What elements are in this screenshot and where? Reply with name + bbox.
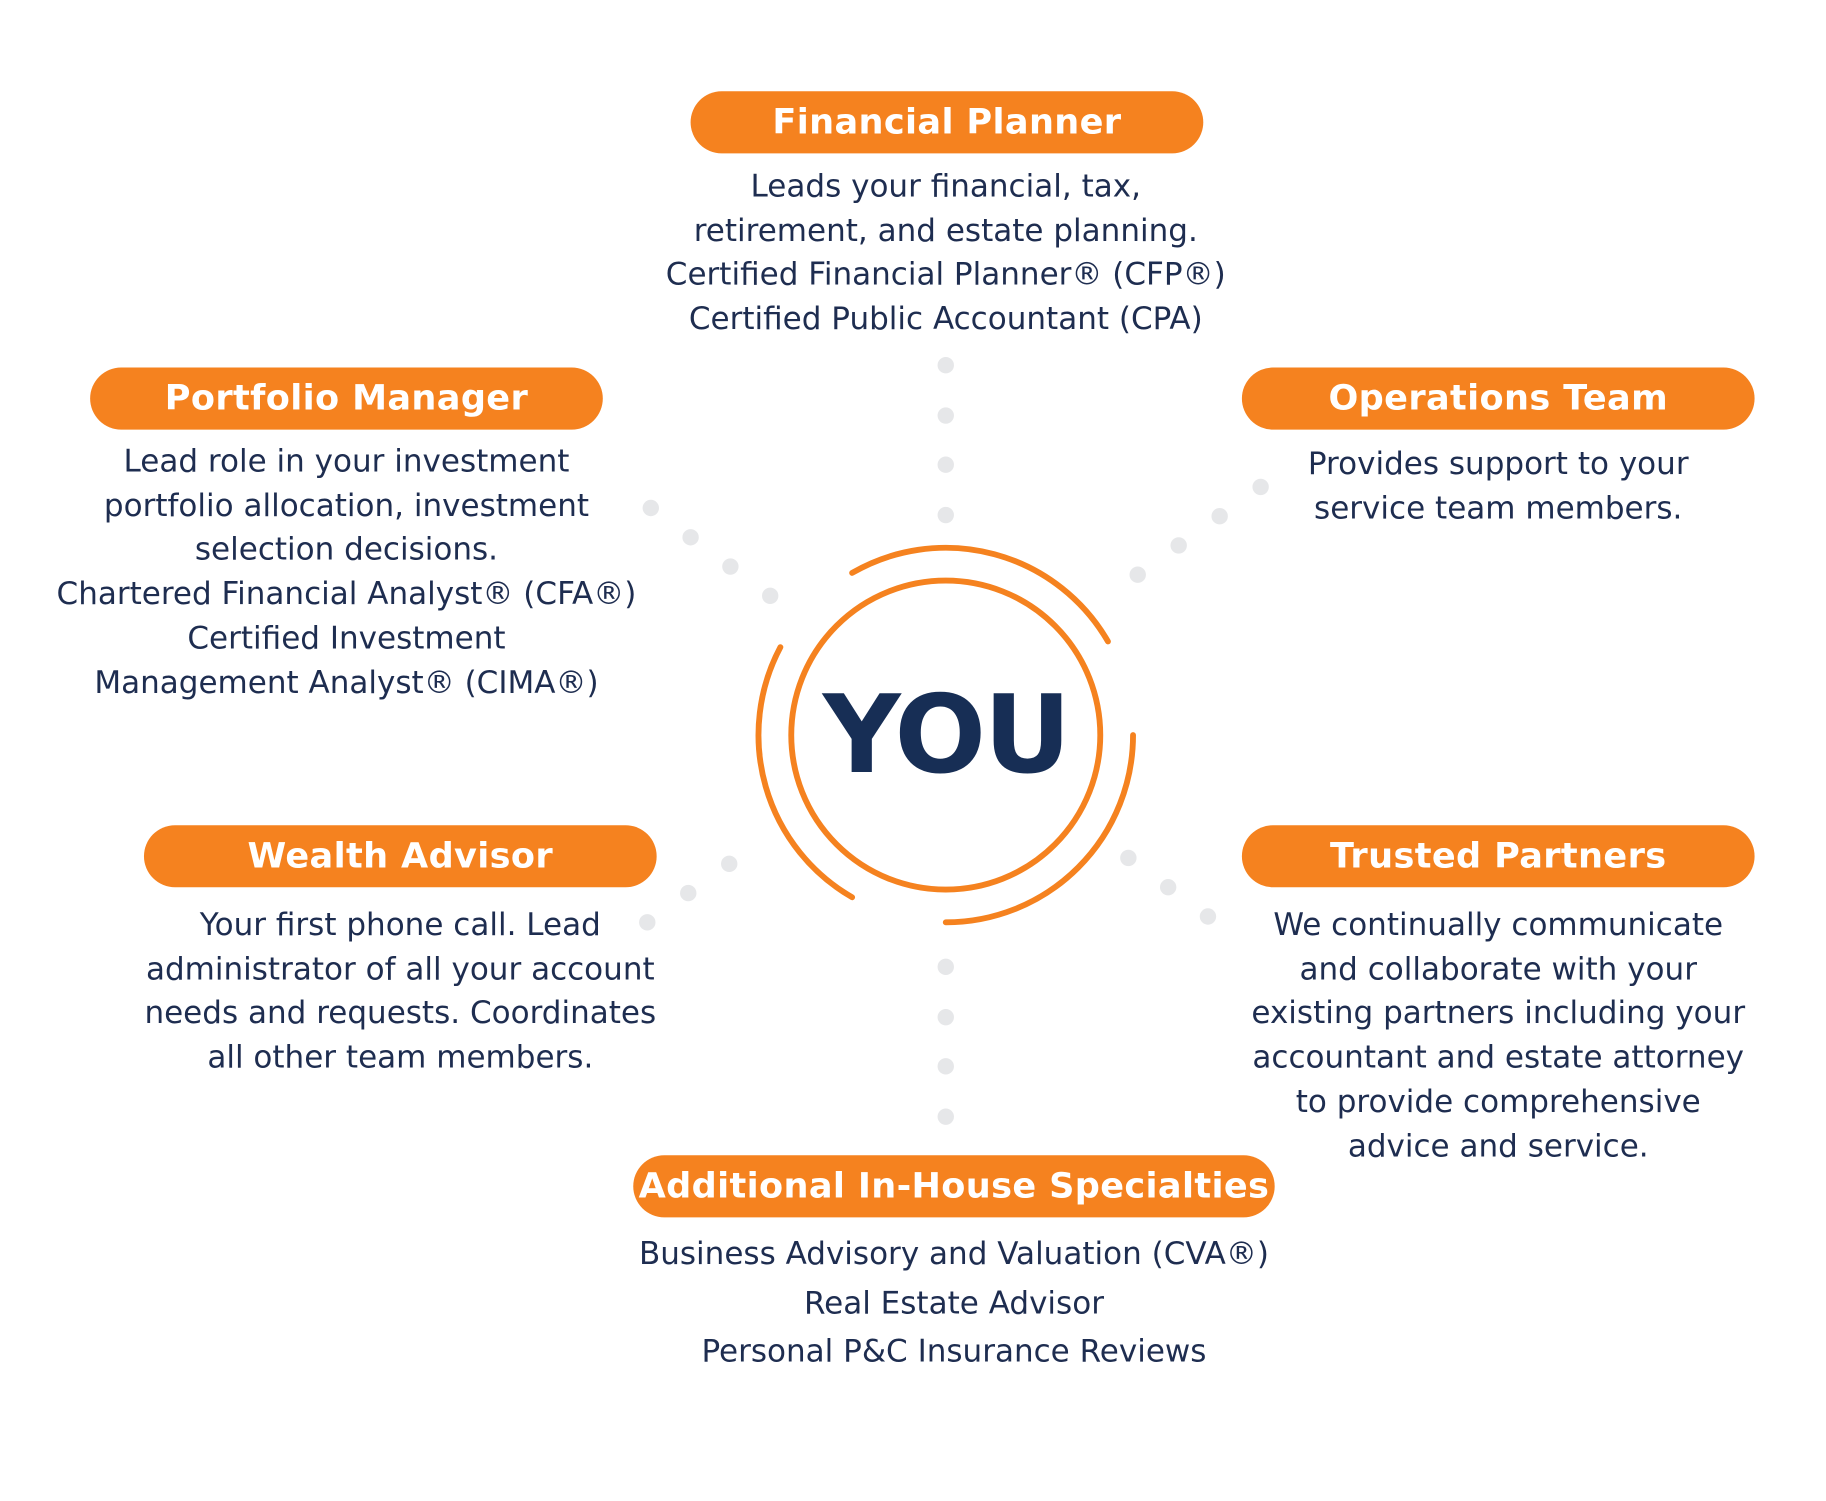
outer-arc [849,544,1111,645]
desc-line: selection decisions. [194,531,499,569]
connector-dot [1129,566,1146,583]
desc-line: Business Advisory and Valuation (CVA®) [638,1236,1269,1273]
connector-dot [1159,879,1177,896]
connector-dot [761,587,779,604]
desc-line: administrator of all your account [145,951,655,988]
desc-line: portfolio allocation, investment [103,487,590,525]
desc-line: to provide comprehensive [1295,1083,1701,1120]
desc-line: Personal P&C Insurance Reviews [701,1333,1207,1370]
desc-line: service team members. [1314,490,1683,527]
role-desc-trusted-partners: We continually communicate and collabora… [1251,904,1745,1169]
connector-dot [639,914,656,931]
desc-line: Management Analyst® (CIMA®) [94,664,599,701]
desc-line: advice and service. [1347,1127,1649,1165]
connector-dot [937,1058,954,1075]
outer-arc [755,644,856,901]
desc-line: Provides support to your [1307,445,1689,483]
center-you-label: YOU [822,672,1071,798]
connector-dot [642,499,659,517]
desc-line: needs and requests. Coordinates [144,995,657,1032]
desc-line: and collaborate with your [1299,951,1697,988]
connector-dot [937,1108,954,1125]
connector-dot [722,558,739,575]
role-title-wealth-advisor: Wealth Advisor [143,825,657,888]
desc-line: Certified Financial Planner® (CFP®) [665,256,1226,294]
desc-line: Your first phone call. Lead [199,907,601,944]
desc-line: Real Estate Advisor [803,1284,1104,1321]
desc-line: Lead role in your investment [123,443,570,480]
connector-dot [937,506,954,524]
connector-dot [937,456,954,473]
desc-line: all other team members. [207,1039,594,1076]
role-desc-financial-planner: Leads your financial, tax, retirement, a… [666,165,1226,342]
connector-dot [682,529,699,546]
connector-dot [1252,478,1269,496]
desc-line: retirement, and estate planning. [693,212,1198,249]
outer-arc [942,732,1136,926]
desc-line: Chartered Financial Analyst® (CFA®) [56,576,637,613]
role-title-portfolio-manager: Portfolio Manager [90,367,603,430]
role-title-financial-planner: Financial Planner [690,91,1204,154]
connector-dot [1199,908,1217,925]
connector-dot [1170,537,1187,554]
connector-dot [937,357,954,374]
role-desc-operations-team: Provides support to your service team me… [1308,442,1689,530]
desc-line: existing partners including your [1251,995,1746,1032]
connector-dot [937,958,954,976]
connector-dot [1211,507,1228,525]
role-title-operations-team: Operations Team [1241,367,1755,430]
desc-line: accountant and estate attorney [1252,1039,1745,1076]
inner-ring [788,577,1104,893]
connector-dot [680,884,697,902]
connector-dot [937,407,954,424]
desc-line: Certified Public Accountant (CPA) [688,300,1203,338]
connector-dot [937,1008,954,1026]
desc-line: We continually communicate [1273,907,1724,944]
role-desc-portfolio-manager: Lead role in your investment portfolio a… [57,440,637,705]
connector-dot [721,855,738,873]
role-desc-additional-specialties: Business Advisory and Valuation (CVA®) R… [639,1230,1269,1376]
desc-line: Certified Investment [187,620,506,657]
connector-dot [1120,849,1137,867]
role-desc-wealth-advisor: Your first phone call. Lead administrato… [144,904,656,1081]
desc-line: Leads your financial, tax, [750,168,1141,205]
role-title-trusted-partners: Trusted Partners [1241,825,1755,888]
role-title-additional-specialties: Additional In-House Specialties [633,1155,1275,1218]
